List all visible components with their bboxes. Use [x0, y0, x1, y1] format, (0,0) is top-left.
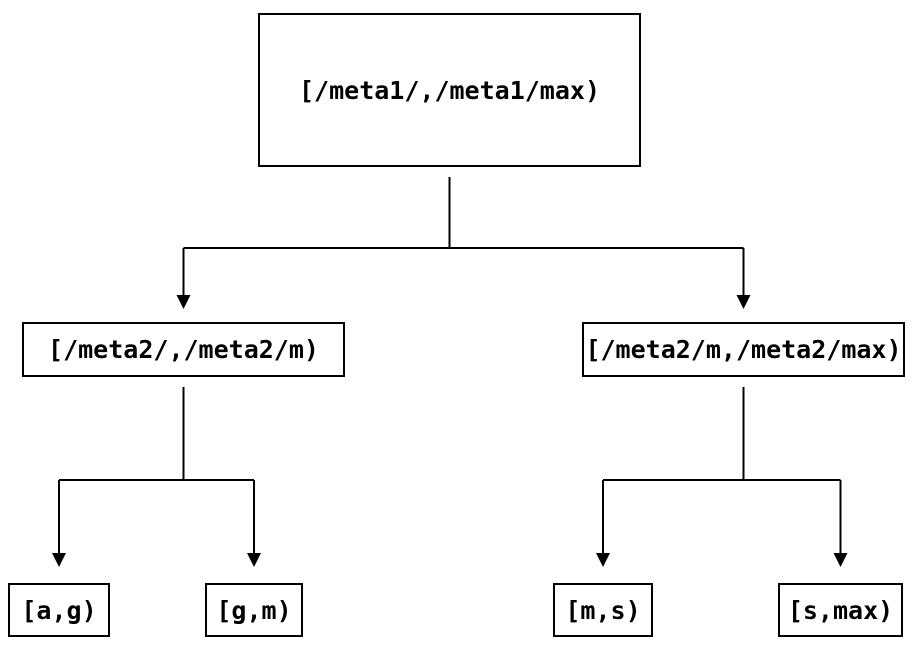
- node-meta2-low-label: [/meta2/,/meta2/m): [48, 335, 319, 364]
- arrowhead-meta2-high: [736, 295, 751, 309]
- node-meta2-high-label: [/meta2/m,/meta2/max): [585, 335, 902, 364]
- arrowhead-leaf-smax: [833, 553, 848, 567]
- node-leaf-ag: [a,g): [8, 583, 110, 637]
- arrowhead-leaf-ag: [52, 553, 66, 567]
- node-meta2-low: [/meta2/,/meta2/m): [22, 322, 345, 377]
- node-meta2-high: [/meta2/m,/meta2/max): [582, 322, 905, 377]
- node-root-label: [/meta1/,/meta1/max): [298, 75, 601, 105]
- arrowhead-leaf-gm: [247, 553, 261, 567]
- node-root: [/meta1/,/meta1/max): [258, 13, 641, 167]
- node-leaf-smax-label: [s,max): [787, 595, 894, 625]
- node-leaf-ms-label: [m,s): [565, 595, 641, 625]
- arrowhead-meta2-low: [176, 295, 191, 309]
- node-leaf-smax: [s,max): [778, 583, 903, 637]
- node-leaf-ag-label: [a,g): [21, 595, 97, 625]
- arrowhead-leaf-ms: [596, 553, 610, 567]
- node-leaf-gm-label: [g,m): [216, 595, 292, 625]
- node-leaf-gm: [g,m): [205, 583, 303, 637]
- node-leaf-ms: [m,s): [553, 583, 653, 637]
